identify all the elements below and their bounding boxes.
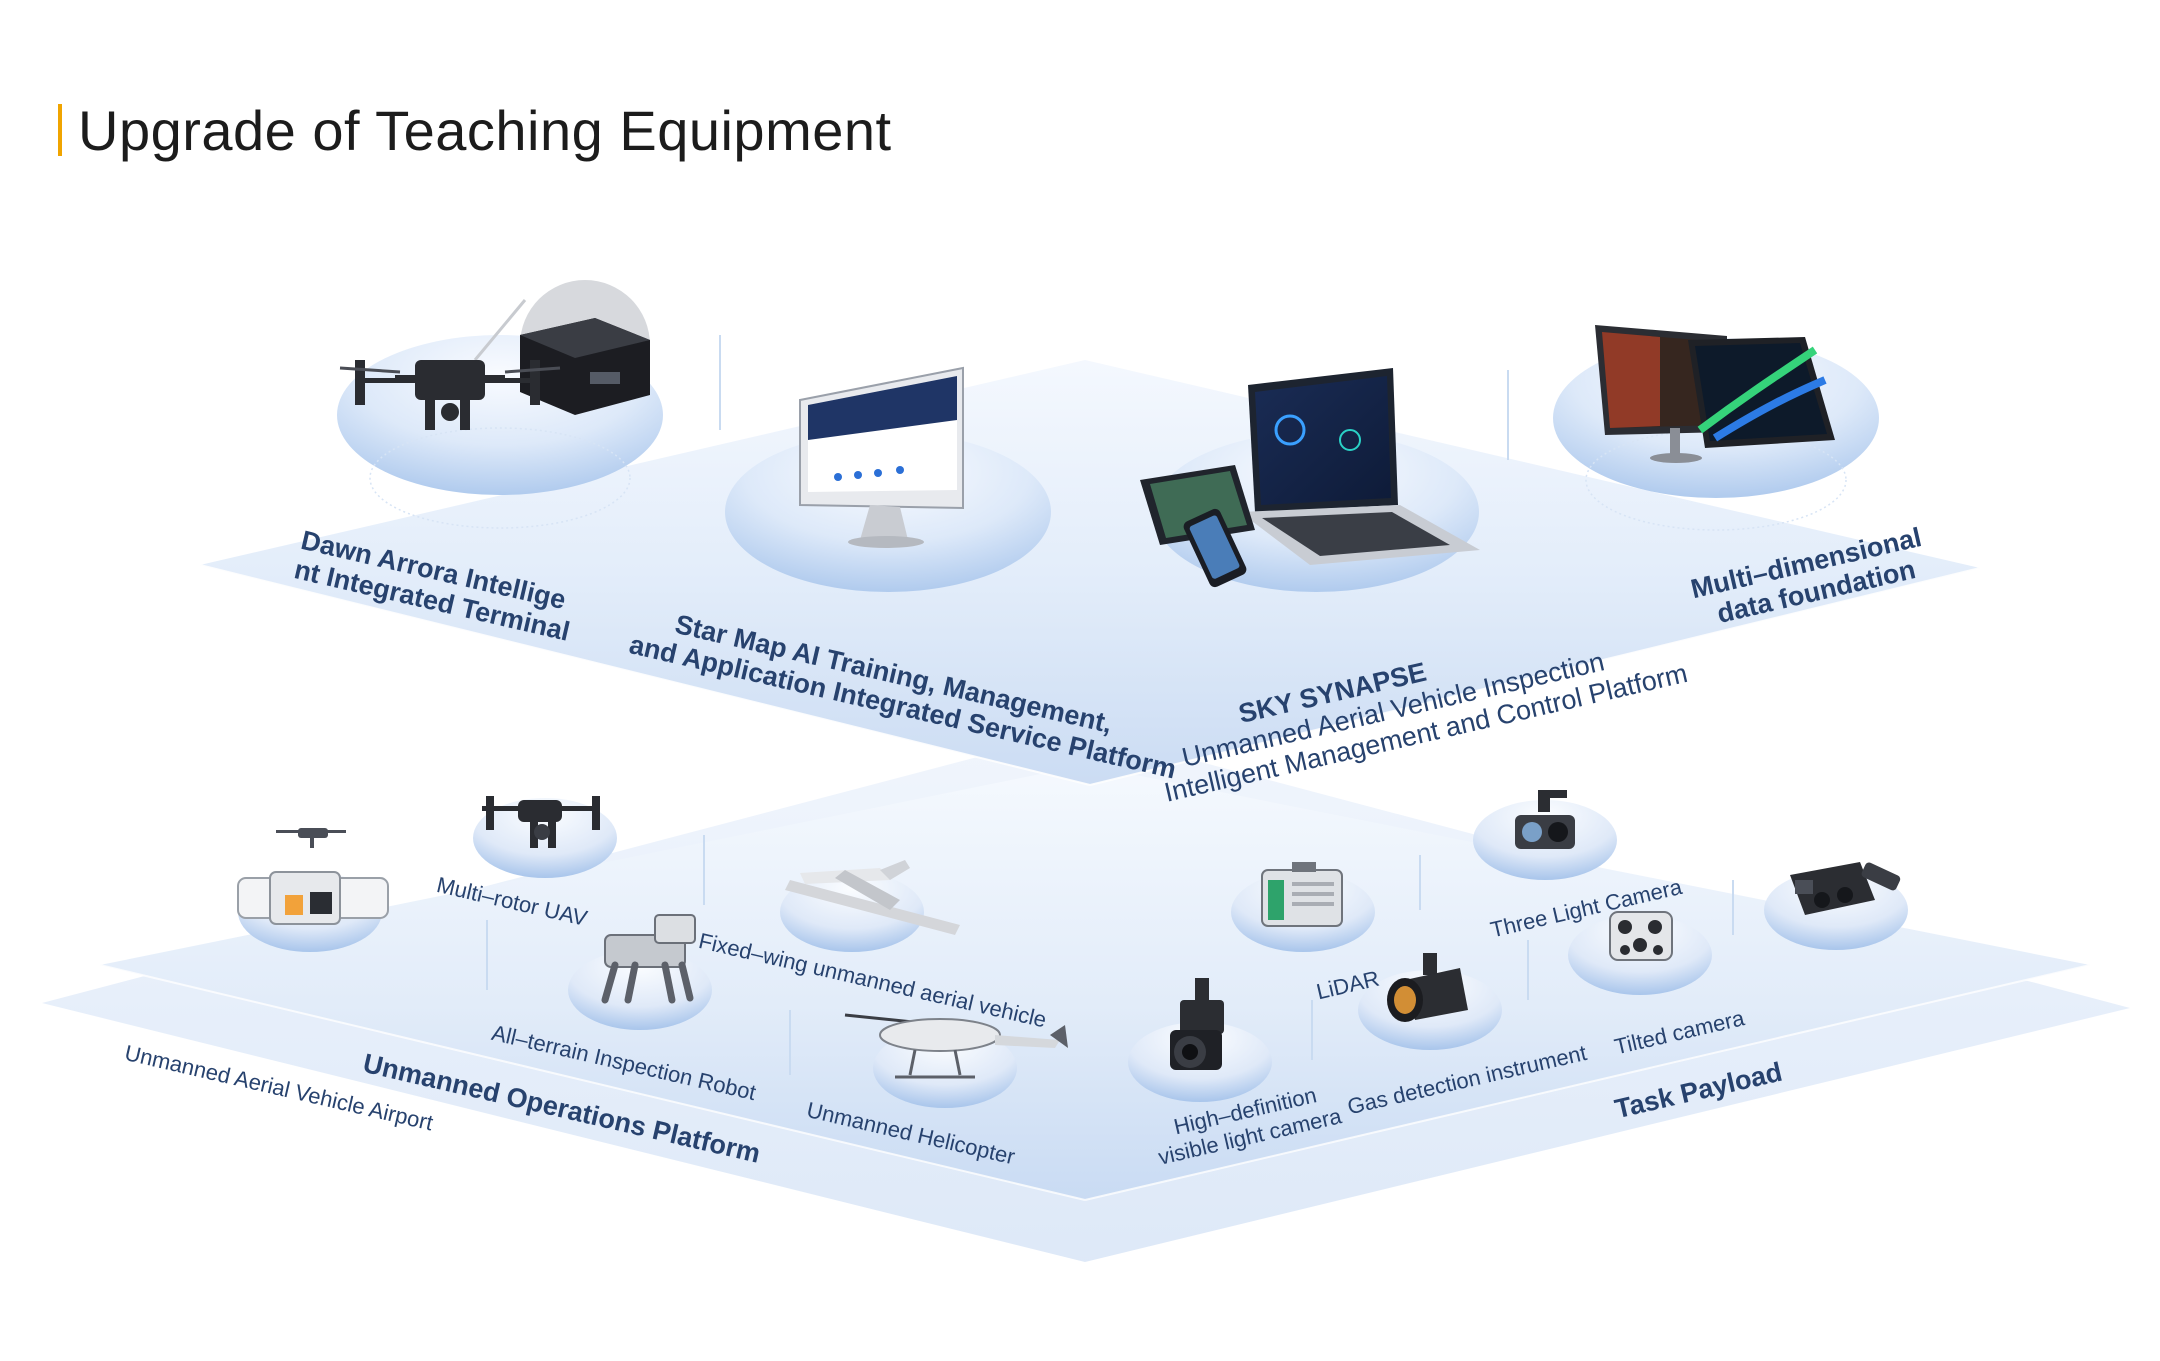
gas-detector-icon	[1387, 953, 1468, 1022]
fixed-wing-uav-icon	[785, 860, 960, 935]
helicopter-icon	[844, 1013, 1068, 1079]
page-header: Upgrade of Teaching Equipment	[58, 98, 892, 162]
lidar-icon	[1261, 862, 1343, 927]
title-accent-bar	[58, 104, 62, 156]
top-platform	[200, 360, 1980, 785]
robot-dog-icon	[601, 914, 696, 1004]
drone-with-edge-box-icon	[339, 280, 650, 430]
payload-module-icon	[1790, 862, 1901, 915]
dual-monitor-pointcloud-icon	[1595, 325, 1835, 463]
multirotor-drone-icon	[482, 796, 600, 848]
page-title: Upgrade of Teaching Equipment	[78, 98, 892, 162]
three-light-camera-icon	[1515, 790, 1575, 849]
desktop-monitor-icon	[799, 366, 964, 548]
drone-airport-icon	[237, 828, 389, 925]
laptop-tablet-phone-icon	[1140, 368, 1480, 588]
bottom-platform-top	[100, 765, 2090, 1200]
separator-lines	[486, 335, 1734, 1075]
tilted-camera-icon	[1609, 911, 1673, 961]
gimbal-camera-icon	[1170, 978, 1224, 1070]
